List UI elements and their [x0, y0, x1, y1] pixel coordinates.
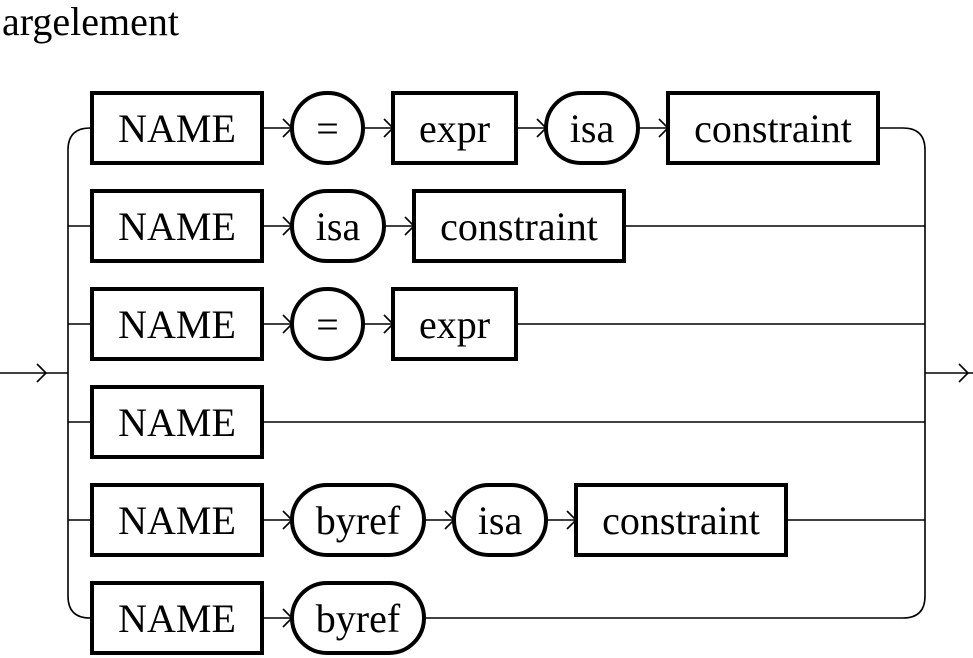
terminal-box — [290, 483, 426, 557]
terminal-node: isa — [544, 91, 640, 165]
node-label: isa — [570, 106, 615, 151]
nonterminal-box — [90, 483, 264, 557]
terminal-box — [544, 91, 640, 165]
terminal-box — [452, 483, 548, 557]
terminal-node: isa — [290, 189, 386, 263]
right-rail — [902, 127, 926, 619]
terminal-box — [290, 581, 426, 655]
node-label: byref — [316, 596, 401, 641]
nonterminal-node: constraint — [574, 483, 788, 557]
entry-arrow — [36, 363, 48, 383]
node-label: = — [316, 106, 339, 151]
nonterminal-node: NAME — [90, 91, 264, 165]
nonterminal-node: expr — [391, 287, 518, 361]
node-label: NAME — [118, 204, 236, 249]
nonterminal-node: NAME — [90, 189, 264, 263]
terminal-node: = — [290, 287, 365, 361]
nonterminal-box — [391, 287, 518, 361]
node-label: constraint — [602, 498, 760, 543]
nonterminal-box — [666, 91, 880, 165]
node-label: expr — [419, 106, 490, 151]
terminal-node: = — [290, 91, 365, 165]
nonterminal-box — [90, 581, 264, 655]
terminal-node: byref — [290, 581, 426, 655]
nonterminal-box — [90, 287, 264, 361]
nonterminal-node: NAME — [90, 581, 264, 655]
exit-arrow — [958, 363, 970, 383]
rule-name: argelement — [2, 0, 179, 44]
node-label: NAME — [118, 498, 236, 543]
nonterminal-node: constraint — [666, 91, 880, 165]
nonterminal-node: expr — [391, 91, 518, 165]
terminal-box — [290, 287, 365, 361]
terminal-box — [290, 91, 365, 165]
nonterminal-node: NAME — [90, 385, 264, 459]
left-rail — [67, 127, 91, 619]
node-label: NAME — [118, 302, 236, 347]
nonterminal-box — [90, 189, 264, 263]
nonterminal-box — [412, 189, 626, 263]
nonterminal-node: NAME — [90, 483, 264, 557]
node-label: expr — [419, 302, 490, 347]
node-label: isa — [316, 204, 361, 249]
terminal-box — [290, 189, 386, 263]
node-label: NAME — [118, 596, 236, 641]
node-label: NAME — [118, 106, 236, 151]
node-label: constraint — [440, 204, 598, 249]
node-label: = — [316, 302, 339, 347]
nonterminal-node: NAME — [90, 287, 264, 361]
terminal-node: byref — [290, 483, 426, 557]
nonterminal-box — [90, 91, 264, 165]
track-lines — [0, 118, 973, 628]
nonterminal-box — [90, 385, 264, 459]
nonterminal-box — [391, 91, 518, 165]
node-label: isa — [478, 498, 523, 543]
nonterminal-node: constraint — [412, 189, 626, 263]
nonterminal-box — [574, 483, 788, 557]
terminal-node: isa — [452, 483, 548, 557]
node-label: constraint — [694, 106, 852, 151]
node-label: byref — [316, 498, 401, 543]
node-label: NAME — [118, 400, 236, 445]
